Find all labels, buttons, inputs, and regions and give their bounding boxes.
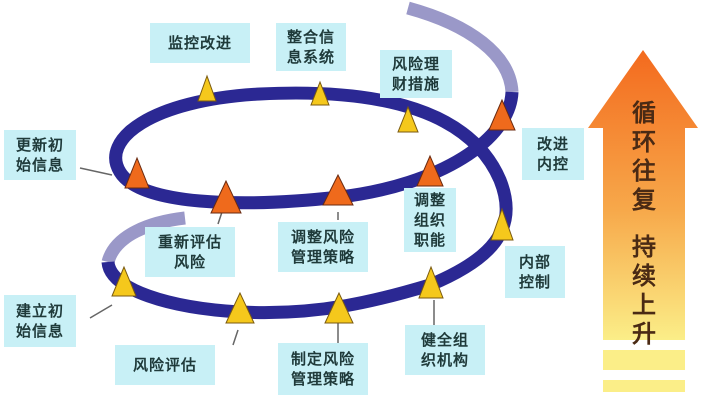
label-establish-initial-info: 建立初 始信息 xyxy=(4,295,76,347)
triangle-icon xyxy=(124,156,150,189)
upward-arrow-icon xyxy=(588,50,698,340)
label-integrate-info-system: 整合信 息系统 xyxy=(276,23,346,71)
spiral-upper-loop xyxy=(109,86,519,291)
label-reassess-risk: 重新评估 风险 xyxy=(145,227,235,277)
triangle-icon xyxy=(397,105,419,133)
label-improve-internal-control: 改进 内控 xyxy=(522,128,584,180)
arrow-text-cycle: 循 环 往 复 xyxy=(632,98,656,214)
triangle-icon xyxy=(322,173,354,206)
arrow-stripe xyxy=(603,350,685,370)
label-internal-control: 内部 控制 xyxy=(505,246,565,298)
spiral-tail-top xyxy=(406,1,519,93)
triangle-icon xyxy=(197,74,217,102)
label-monitor-improve: 监控改进 xyxy=(150,23,250,63)
orange-markers xyxy=(124,98,516,214)
arrow-text-rise: 持 续 上 升 xyxy=(632,232,656,348)
yellow-markers xyxy=(111,74,514,324)
leader-lines xyxy=(79,167,435,346)
label-risk-finance-measures: 风险理 财措施 xyxy=(380,50,452,98)
label-improve-org-structure: 健全组 织机构 xyxy=(405,325,485,375)
triangle-icon xyxy=(488,98,516,131)
label-risk-assessment: 风险评估 xyxy=(115,345,215,385)
label-formulate-risk-strategy: 制定风险 管理策略 xyxy=(278,343,368,395)
triangle-icon xyxy=(418,265,444,299)
triangle-icon xyxy=(416,154,444,187)
label-adjust-org-function: 调整 组织 职能 xyxy=(404,188,456,252)
triangle-icon xyxy=(490,207,514,241)
triangle-icon xyxy=(310,80,330,106)
triangle-icon xyxy=(210,179,242,214)
arrow-stripe xyxy=(603,380,685,392)
label-update-initial-info: 更新初 始信息 xyxy=(4,130,76,180)
triangle-icon xyxy=(225,291,255,324)
triangle-icon xyxy=(324,291,354,324)
spiral-tail-bottom xyxy=(101,211,186,265)
triangle-icon xyxy=(111,265,137,297)
label-adjust-risk-strategy: 调整风险 管理策略 xyxy=(278,222,368,272)
